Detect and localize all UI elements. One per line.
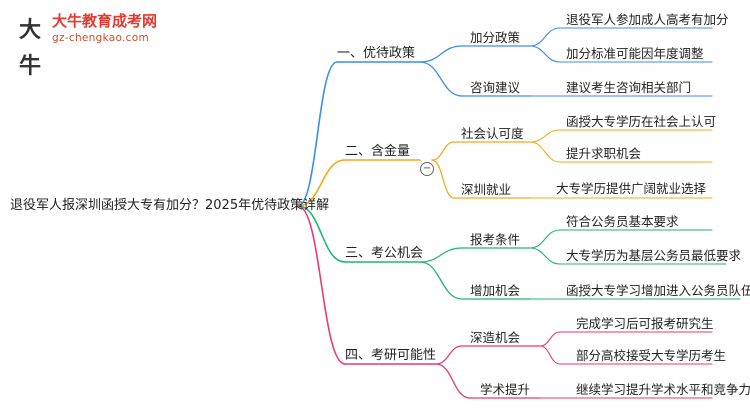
logo-title: 大牛教育成考网: [52, 12, 158, 30]
leaf-2-2-1[interactable]: 大专学历提供广阔就业选择: [556, 181, 707, 196]
link-root-branch-2: [297, 159, 346, 207]
link-node-3-1-leaf-1: [529, 229, 561, 249]
node-zixun-jianyi[interactable]: 咨询建议: [470, 80, 521, 95]
branch-kaoyan-kenengxing[interactable]: 四、考研可能性: [345, 348, 437, 363]
node-shehui-renkedu[interactable]: 社会认可度: [461, 126, 524, 141]
leaf-4-2-1[interactable]: 继续学习提升学术水平和竞争力: [576, 382, 750, 397]
node-jiafen-zhengce[interactable]: 加分政策: [470, 30, 521, 45]
node-xueshu-tisheng[interactable]: 学术提升: [480, 382, 531, 397]
leaf-4-1-1[interactable]: 完成学习后可报考研究生: [576, 316, 714, 331]
link-branch-2-node-1: [431, 141, 455, 161]
leaf-3-2-1[interactable]: 函授大专学习增加进入公务员队伍机会: [566, 283, 750, 298]
node-zengjia-jihui[interactable]: 增加机会: [470, 283, 521, 298]
link-branch-3-node-1: [419, 247, 463, 263]
link-branch-3-node-2: [419, 261, 463, 300]
node-shenzao-jihui[interactable]: 深造机会: [470, 330, 521, 345]
link-root-branch-3: [297, 205, 346, 263]
branch-youdai-zhengce[interactable]: 一、优待政策: [337, 46, 416, 61]
leaf-1-2-1[interactable]: 建议考生咨询相关部门: [566, 80, 692, 95]
logo-url: gz-chengkao.com: [52, 32, 150, 44]
link-node-4-1-leaf-2: [539, 345, 561, 365]
logo-mark-icon: 大牛: [18, 17, 41, 79]
branch-hanjinliang[interactable]: 二、含金量: [345, 144, 411, 159]
leaf-3-1-2[interactable]: 大专学历为基层公务员最低要求: [566, 248, 742, 263]
link-branch-1-node-2: [419, 61, 463, 97]
link-branch-4-node-1: [435, 345, 463, 365]
leaf-2-1-1[interactable]: 函授大专学历在社会上认可: [566, 114, 717, 129]
node-shenzhen-jiuye[interactable]: 深圳就业: [461, 182, 512, 197]
link-branch-2-node-2: [431, 159, 455, 199]
site-logo[interactable]: 大牛 大牛教育成考网 gz-chengkao.com: [8, 6, 178, 79]
collapse-toggle-icon[interactable]: −: [420, 162, 434, 176]
node-baokao-tiaojian[interactable]: 报考条件: [470, 232, 521, 247]
branch-kaogong-jihui[interactable]: 三、考公机会: [345, 246, 424, 261]
link-node-1-1-leaf-2: [529, 45, 561, 63]
leaf-3-1-1[interactable]: 符合公务员基本要求: [566, 214, 679, 229]
link-node-2-1-leaf-2: [529, 141, 561, 163]
link-root-branch-4: [297, 205, 346, 365]
root-topic[interactable]: 退役军人报深圳函授大专有加分？2025年优待政策详解: [10, 198, 330, 213]
leaf-4-1-2[interactable]: 部分高校接受大专学历考生: [576, 348, 727, 363]
leaf-2-1-2[interactable]: 提升求职机会: [566, 146, 642, 161]
link-node-3-1-leaf-2: [529, 247, 561, 265]
link-root-branch-1: [297, 61, 338, 207]
link-node-4-1-leaf-1: [539, 331, 561, 347]
leaf-1-1-2[interactable]: 加分标准可能因年度调整: [566, 46, 704, 61]
link-branch-4-node-2: [435, 363, 471, 399]
link-node-1-1-leaf-1: [529, 27, 561, 47]
link-branch-1-node-1: [419, 45, 463, 63]
leaf-1-1-1[interactable]: 退役军人参加成人高考有加分: [566, 12, 729, 27]
link-node-2-1-leaf-1: [529, 129, 561, 143]
